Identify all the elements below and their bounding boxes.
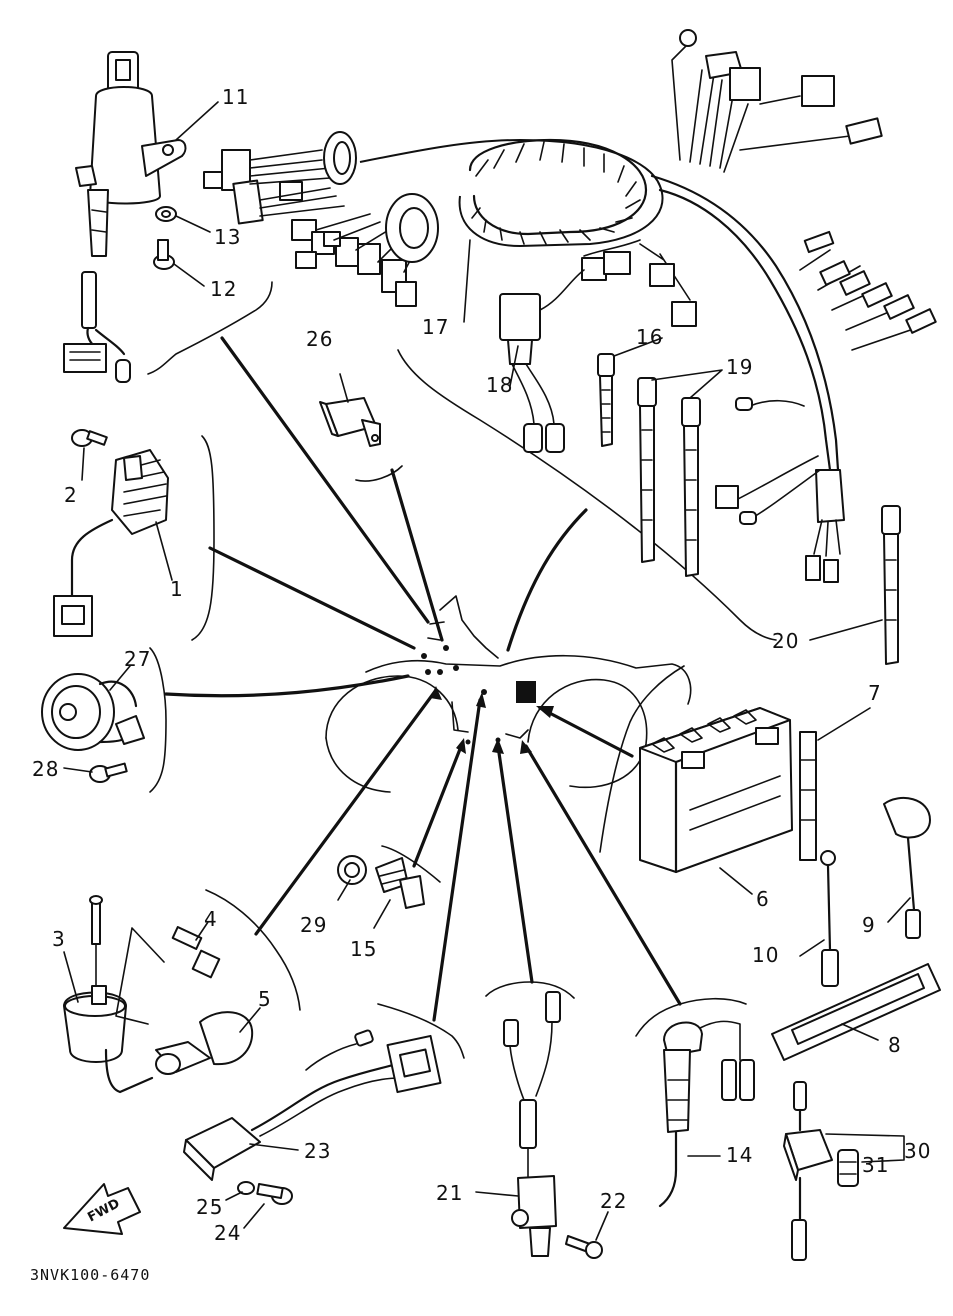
- motorcycle-outline: [325, 595, 692, 793]
- callout-29: 29: [300, 913, 327, 937]
- callout-15: 15: [350, 937, 377, 961]
- band-8: [771, 963, 941, 1061]
- band-19a: [637, 377, 657, 563]
- gasket-29: [337, 855, 367, 885]
- callout-23: 23: [304, 1139, 331, 1163]
- callout-19: 19: [726, 355, 753, 379]
- callout-6: 6: [756, 887, 770, 911]
- callout-11: 11: [222, 85, 249, 109]
- cable-10: [820, 850, 839, 987]
- fuse-holder-30: [783, 1081, 833, 1261]
- callout-5: 5: [258, 987, 272, 1011]
- relay-26: [319, 397, 381, 447]
- drawing-code: 3NVK100-6470: [30, 1266, 150, 1284]
- fuse-31: [837, 1149, 859, 1187]
- screw-2: [71, 429, 108, 447]
- washer-25: [237, 1181, 255, 1195]
- callout-17: 17: [422, 315, 449, 339]
- screw-4: [171, 926, 221, 979]
- cable-9: [883, 796, 931, 939]
- callout-31: 31: [862, 1153, 889, 1177]
- rectifier-regulator-1: [53, 449, 169, 637]
- callout-13: 13: [214, 225, 241, 249]
- callout-21: 21: [436, 1181, 463, 1205]
- callout-2: 2: [64, 483, 78, 507]
- wire-harness-17: [203, 29, 937, 583]
- battery-location-marker: [516, 681, 536, 703]
- unit-18: [499, 269, 585, 453]
- callout-1: 1: [170, 577, 184, 601]
- callout-26: 26: [306, 327, 333, 351]
- switch-15: [375, 857, 425, 909]
- screw-22: [565, 1235, 603, 1259]
- callout-18: 18: [486, 373, 513, 397]
- callout-30: 30: [904, 1139, 931, 1163]
- callout-10: 10: [752, 943, 779, 967]
- callout-9: 9: [862, 913, 876, 937]
- callout-14: 14: [726, 1143, 753, 1167]
- screw-12: [153, 239, 175, 270]
- band-20: [881, 505, 901, 665]
- leader-lines: [147, 281, 777, 1059]
- callout-3: 3: [52, 927, 66, 951]
- callout-8: 8: [888, 1033, 902, 1057]
- callout-27: 27: [124, 647, 151, 671]
- callout-labels: 11 13 12 17 18 16 19 26 2 1 27 28 20 7 6…: [32, 85, 931, 1245]
- callout-22: 22: [600, 1189, 627, 1213]
- horn-27: [41, 673, 145, 751]
- band-19b: [681, 397, 701, 577]
- washer-13: [155, 206, 177, 222]
- callout-16: 16: [636, 325, 663, 349]
- callout-leaders: [63, 101, 911, 1241]
- band-16: [597, 353, 615, 447]
- cdi-unit-23: [183, 1029, 442, 1181]
- fwd-arrow: FWD: [63, 1183, 141, 1235]
- callout-20: 20: [772, 629, 799, 653]
- ignition-coil-3: [63, 895, 165, 1094]
- lead-14: [658, 1020, 755, 1208]
- battery-6: [639, 707, 793, 874]
- callout-4: 4: [204, 907, 218, 931]
- callout-7: 7: [868, 681, 882, 705]
- main-switch-assembly: [63, 51, 187, 383]
- bolt-24: [256, 1182, 293, 1205]
- switch-21: [503, 991, 561, 1257]
- bolt-28: [89, 762, 128, 783]
- breather-pipe-7: [799, 731, 817, 861]
- plug-cap-5: [155, 1011, 254, 1075]
- callout-24: 24: [214, 1221, 241, 1245]
- callout-12: 12: [210, 277, 237, 301]
- callout-28: 28: [32, 757, 59, 781]
- callout-25: 25: [196, 1195, 223, 1219]
